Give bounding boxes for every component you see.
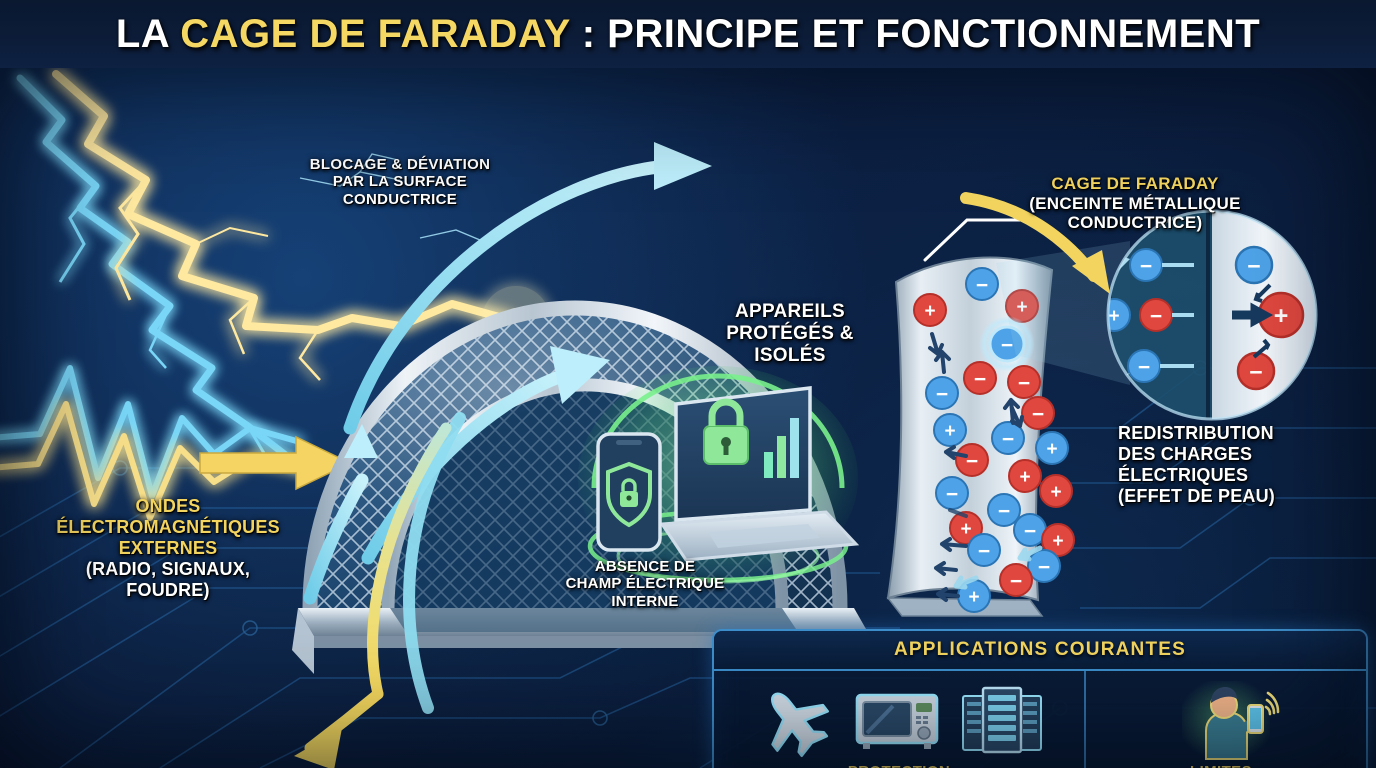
svg-text:+: +	[960, 519, 971, 540]
cyan-lightning-bolt	[16, 74, 304, 470]
svg-text:−: −	[966, 450, 978, 473]
title-part-1: LA	[115, 11, 181, 56]
svg-text:+: +	[1108, 306, 1119, 327]
svg-text:−: −	[974, 368, 986, 391]
applications-body: PROTECTION FOUDRE, BLINDAGE ÉLECTRONIQUE…	[714, 671, 1366, 768]
highlighted-charge: −	[979, 316, 1035, 372]
page-title: LA CAGE DE FARADAY : PRINCIPE ET FONCTIO…	[116, 12, 1260, 57]
label-absence-champ: ABSENCE DE CHAMP ÉLECTRIQUE INTERNE	[565, 558, 725, 610]
label-blocage: BLOCAGE & DÉVIATION PAR LA SURFACE CONDU…	[309, 156, 491, 208]
label-cage-de-faraday: CAGE DE FARADAY (ENCEINTE MÉTALLIQUE CON…	[1029, 174, 1241, 233]
svg-text:−: −	[976, 274, 988, 297]
protection-icon-row	[755, 679, 1043, 761]
smartphone-shield-lock-icon	[596, 432, 662, 552]
svg-text:−: −	[1032, 403, 1044, 426]
protected-devices-group	[578, 366, 860, 590]
svg-text:+: +	[1274, 302, 1289, 330]
person-with-phone-icon	[1182, 681, 1280, 760]
svg-text:−: −	[1150, 305, 1162, 328]
svg-text:+: +	[924, 301, 935, 322]
svg-text:−: −	[946, 483, 958, 506]
applications-protection-column: PROTECTION FOUDRE, BLINDAGE ÉLECTRONIQUE…	[714, 671, 1086, 768]
magnifier-pointer-arrow	[960, 192, 1110, 294]
limits-caption: LIMITES : EFFICACITÉ DÉPEND DE LA FRÉQUE…	[1097, 763, 1355, 768]
svg-text:−: −	[1001, 334, 1013, 357]
label-ondes-electromagnetiques: ONDES ÉLECTROMAGNÉTIQUES EXTERNES (RADIO…	[56, 496, 280, 600]
magnifier-rim	[1106, 209, 1318, 421]
svg-text:+: +	[1046, 439, 1057, 460]
label-appareils-proteges: APPAREILS PROTÉGÉS & ISOLÉS	[726, 301, 854, 367]
airplane-icon	[771, 692, 830, 758]
svg-text:−: −	[1138, 356, 1150, 379]
label-redistribution-charges: REDISTRIBUTION DES CHARGES ÉLECTRIQUES (…	[1118, 423, 1276, 506]
yellow-lightning-bolt	[52, 70, 514, 381]
incoming-wave-arrow	[199, 435, 352, 491]
deflected-arrow-yellow	[294, 422, 452, 768]
svg-text:−: −	[1018, 372, 1030, 395]
svg-text:−: −	[1002, 428, 1014, 451]
deflected-arrow-mid	[361, 346, 610, 565]
svg-text:−: −	[998, 500, 1010, 523]
svg-text:+: +	[968, 587, 979, 608]
svg-text:+: +	[1019, 467, 1030, 488]
deflection-arrows	[294, 142, 712, 768]
svg-text:−: −	[936, 383, 948, 406]
svg-text:−: −	[1010, 570, 1022, 593]
applications-limits-column: LIMITES : EFFICACITÉ DÉPEND DE LA FRÉQUE…	[1086, 671, 1366, 768]
server-rack-icon	[962, 686, 1042, 754]
svg-text:+: +	[1050, 482, 1061, 503]
deflected-arrow-flank	[403, 412, 466, 714]
applications-header-label: APPLICATIONS COURANTES	[893, 639, 1187, 660]
svg-text:−: −	[1249, 359, 1262, 385]
charge-motion-arrows	[928, 332, 1024, 602]
cage-leader-line	[923, 218, 1037, 262]
title-part-highlight: CAGE DE FARADAY	[180, 11, 571, 56]
svg-text:+: +	[1052, 531, 1063, 552]
deflected-arrow-lower	[303, 424, 378, 605]
svg-text:−: −	[1247, 253, 1260, 279]
svg-text:−: −	[1024, 520, 1036, 543]
deflected-arrow-top	[343, 142, 712, 435]
applications-panel: APPLICATIONS COURANTES	[712, 629, 1368, 768]
applications-header: APPLICATIONS COURANTES	[714, 631, 1366, 671]
title-bar: LA CAGE DE FARADAY : PRINCIPE ET FONCTIO…	[0, 0, 1376, 71]
illustration-scene: + − + − −	[0, 68, 1376, 768]
svg-text:+: +	[944, 421, 955, 442]
svg-text:−: −	[1038, 556, 1050, 579]
charge-markers: + − + − −	[913, 267, 1075, 613]
laptop-padlock-chart-icon	[659, 386, 860, 562]
charge-redistribution-panel: + − + − −	[886, 256, 1075, 617]
title-part-2: : PRINCIPE ET FONCTIONNEMENT	[570, 11, 1261, 56]
svg-text:−: −	[978, 540, 990, 563]
limits-icon-row	[1172, 679, 1280, 761]
microwave-icon	[855, 693, 939, 749]
protection-caption: PROTECTION FOUDRE, BLINDAGE ÉLECTRONIQUE…	[762, 763, 1036, 768]
svg-text:+: +	[1016, 297, 1027, 318]
svg-text:−: −	[1140, 255, 1152, 278]
cyan-waveform	[0, 365, 303, 499]
